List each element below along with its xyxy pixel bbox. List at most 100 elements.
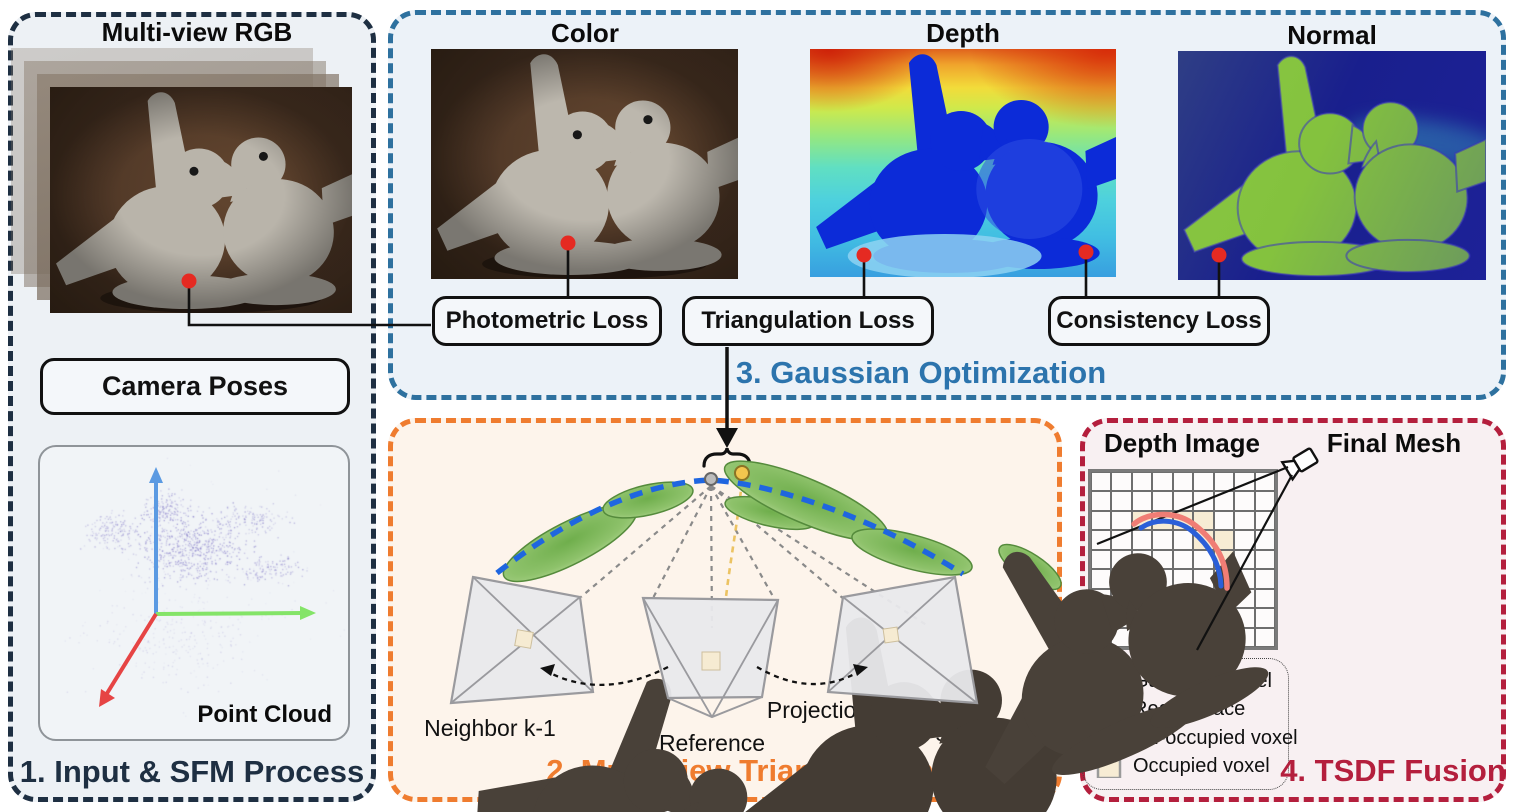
voxel-cell [1152,491,1173,511]
camera-poses-button: Camera Poses [40,358,350,415]
voxel-cell [1254,569,1275,589]
voxel-cell [1172,472,1194,492]
voxel-cell [1254,588,1275,609]
voxel-cell [1091,491,1112,511]
voxel-cell [1131,608,1153,628]
neighbor-prev-label: Neighbor k-1 [424,715,556,741]
triangulation-loss-label: Triangulation Loss [701,307,915,334]
voxel-cell [1254,549,1275,570]
voxel-cell [1213,627,1235,647]
tsdf-section-title: 4. TSDF Fusion [1280,753,1506,788]
voxel-cell [1193,608,1214,628]
point-cloud-panel: Point Cloud [38,445,350,741]
voxel-cell [1213,608,1235,628]
voxel-cell [1131,627,1153,647]
voxel-cell [1234,608,1255,628]
voxel-cell [1152,627,1173,647]
voxel-cell [1213,510,1235,531]
occupied-voxel-cell [1213,549,1235,570]
voxel-cell [1131,491,1153,511]
voxel-cell [1111,491,1132,511]
voxel-cell [1254,510,1275,531]
voxel-cell [1254,491,1275,511]
triangulation-section-title: 2. Multi-view Triangulation [546,753,934,788]
voxel-cell [1213,472,1235,492]
normal-image-label: Normal [1287,20,1377,50]
voxel-cell [1172,530,1194,550]
final-mesh-label: Final Mesh [1326,428,1462,458]
legend-label: Occupied voxel [1133,755,1270,778]
multi-view-rgb-label: Multi-view RGB [101,17,293,47]
occupied-voxel-cell [1152,510,1173,531]
photo-vignette [431,49,738,279]
voxel-cell [1152,608,1173,628]
voxel-cell [1091,510,1112,531]
voxel-cell [1254,627,1275,647]
voxel-cell [1091,608,1112,628]
occupied-voxel-cell [1213,530,1235,550]
voxel-cell [1111,472,1132,492]
voxel-cell [1111,569,1132,589]
voxel-cell [1213,588,1235,609]
voxel-cell [1172,588,1194,609]
voxel-cell [1152,569,1173,589]
occupied-voxel-cell [1193,530,1214,550]
occupied-voxel-cell [1172,510,1194,531]
voxel-cell [1234,472,1255,492]
photometric-loss-button: Photometric Loss [432,296,662,346]
voxel-grid [1088,469,1278,650]
voxel-cell [1172,549,1194,570]
normal-shading-tint [1178,51,1486,280]
voxel-cell [1091,549,1112,570]
voxel-cell [1152,549,1173,570]
voxel-cell [1111,549,1132,570]
legend-label: Un-occupied voxel [1133,726,1298,749]
coordinate-axes [99,467,316,707]
legend-item-gaussian-surfel: Gaussian surfel [1095,670,1278,693]
voxel-cell [1193,472,1214,492]
consistency-loss-label: Consistency Loss [1056,307,1262,334]
voxel-cell [1131,549,1153,570]
voxel-cell [1193,588,1214,609]
voxel-cell [1193,569,1214,589]
normal-render-image [1178,51,1486,280]
neighbor-next-label: Neighbor k [900,715,1012,741]
color-image-label: Color [551,18,619,48]
voxel-cell [1234,510,1255,531]
voxel-cell [1254,608,1275,628]
voxel-cell [1234,549,1255,570]
voxel-cell [1091,530,1112,550]
legend-item-unoccupied-voxel: Un-occupied voxel [1095,727,1298,750]
occupied-voxel-swatch-icon [1096,755,1122,778]
occupied-voxel-cell [1213,569,1235,589]
occupied-voxel-cell [1131,510,1153,531]
tsdf-depth-image-label: Depth Image [1103,428,1261,458]
voxel-cell [1111,608,1132,628]
occupied-voxel-cell [1193,510,1214,531]
voxel-cell [1131,569,1153,589]
voxel-cell [1193,491,1214,511]
legend-item-occupied-voxel: Occupied voxel [1095,755,1278,778]
voxel-cell [1152,588,1173,609]
voxel-cell [1234,627,1255,647]
voxel-cell [1091,569,1112,589]
voxel-cell [1091,627,1112,647]
voxel-cell [1254,472,1275,492]
point-cloud-points [40,447,348,739]
point-cloud-label: Point Cloud [197,701,332,728]
depth-image-label: Depth [926,18,1000,48]
real-surface-swatch-icon [1095,706,1125,718]
voxel-cell [1172,491,1194,511]
color-render-image [431,49,738,279]
voxel-cell [1234,491,1255,511]
camera-poses-label: Camera Poses [101,371,289,401]
gaussian-surfel-swatch-icon [1095,678,1125,685]
legend-label: Gaussian surfel [1133,669,1272,692]
tsdf-legend: Gaussian surfel Real surface Un-occupied… [1082,658,1298,790]
voxel-cell [1091,472,1112,492]
gaussian-section-title: 3. Gaussian Optimization [735,355,1107,390]
legend-item-real-surface: Real surface [1095,698,1278,721]
voxel-cell [1172,627,1194,647]
legend-label: Real surface [1133,698,1246,721]
